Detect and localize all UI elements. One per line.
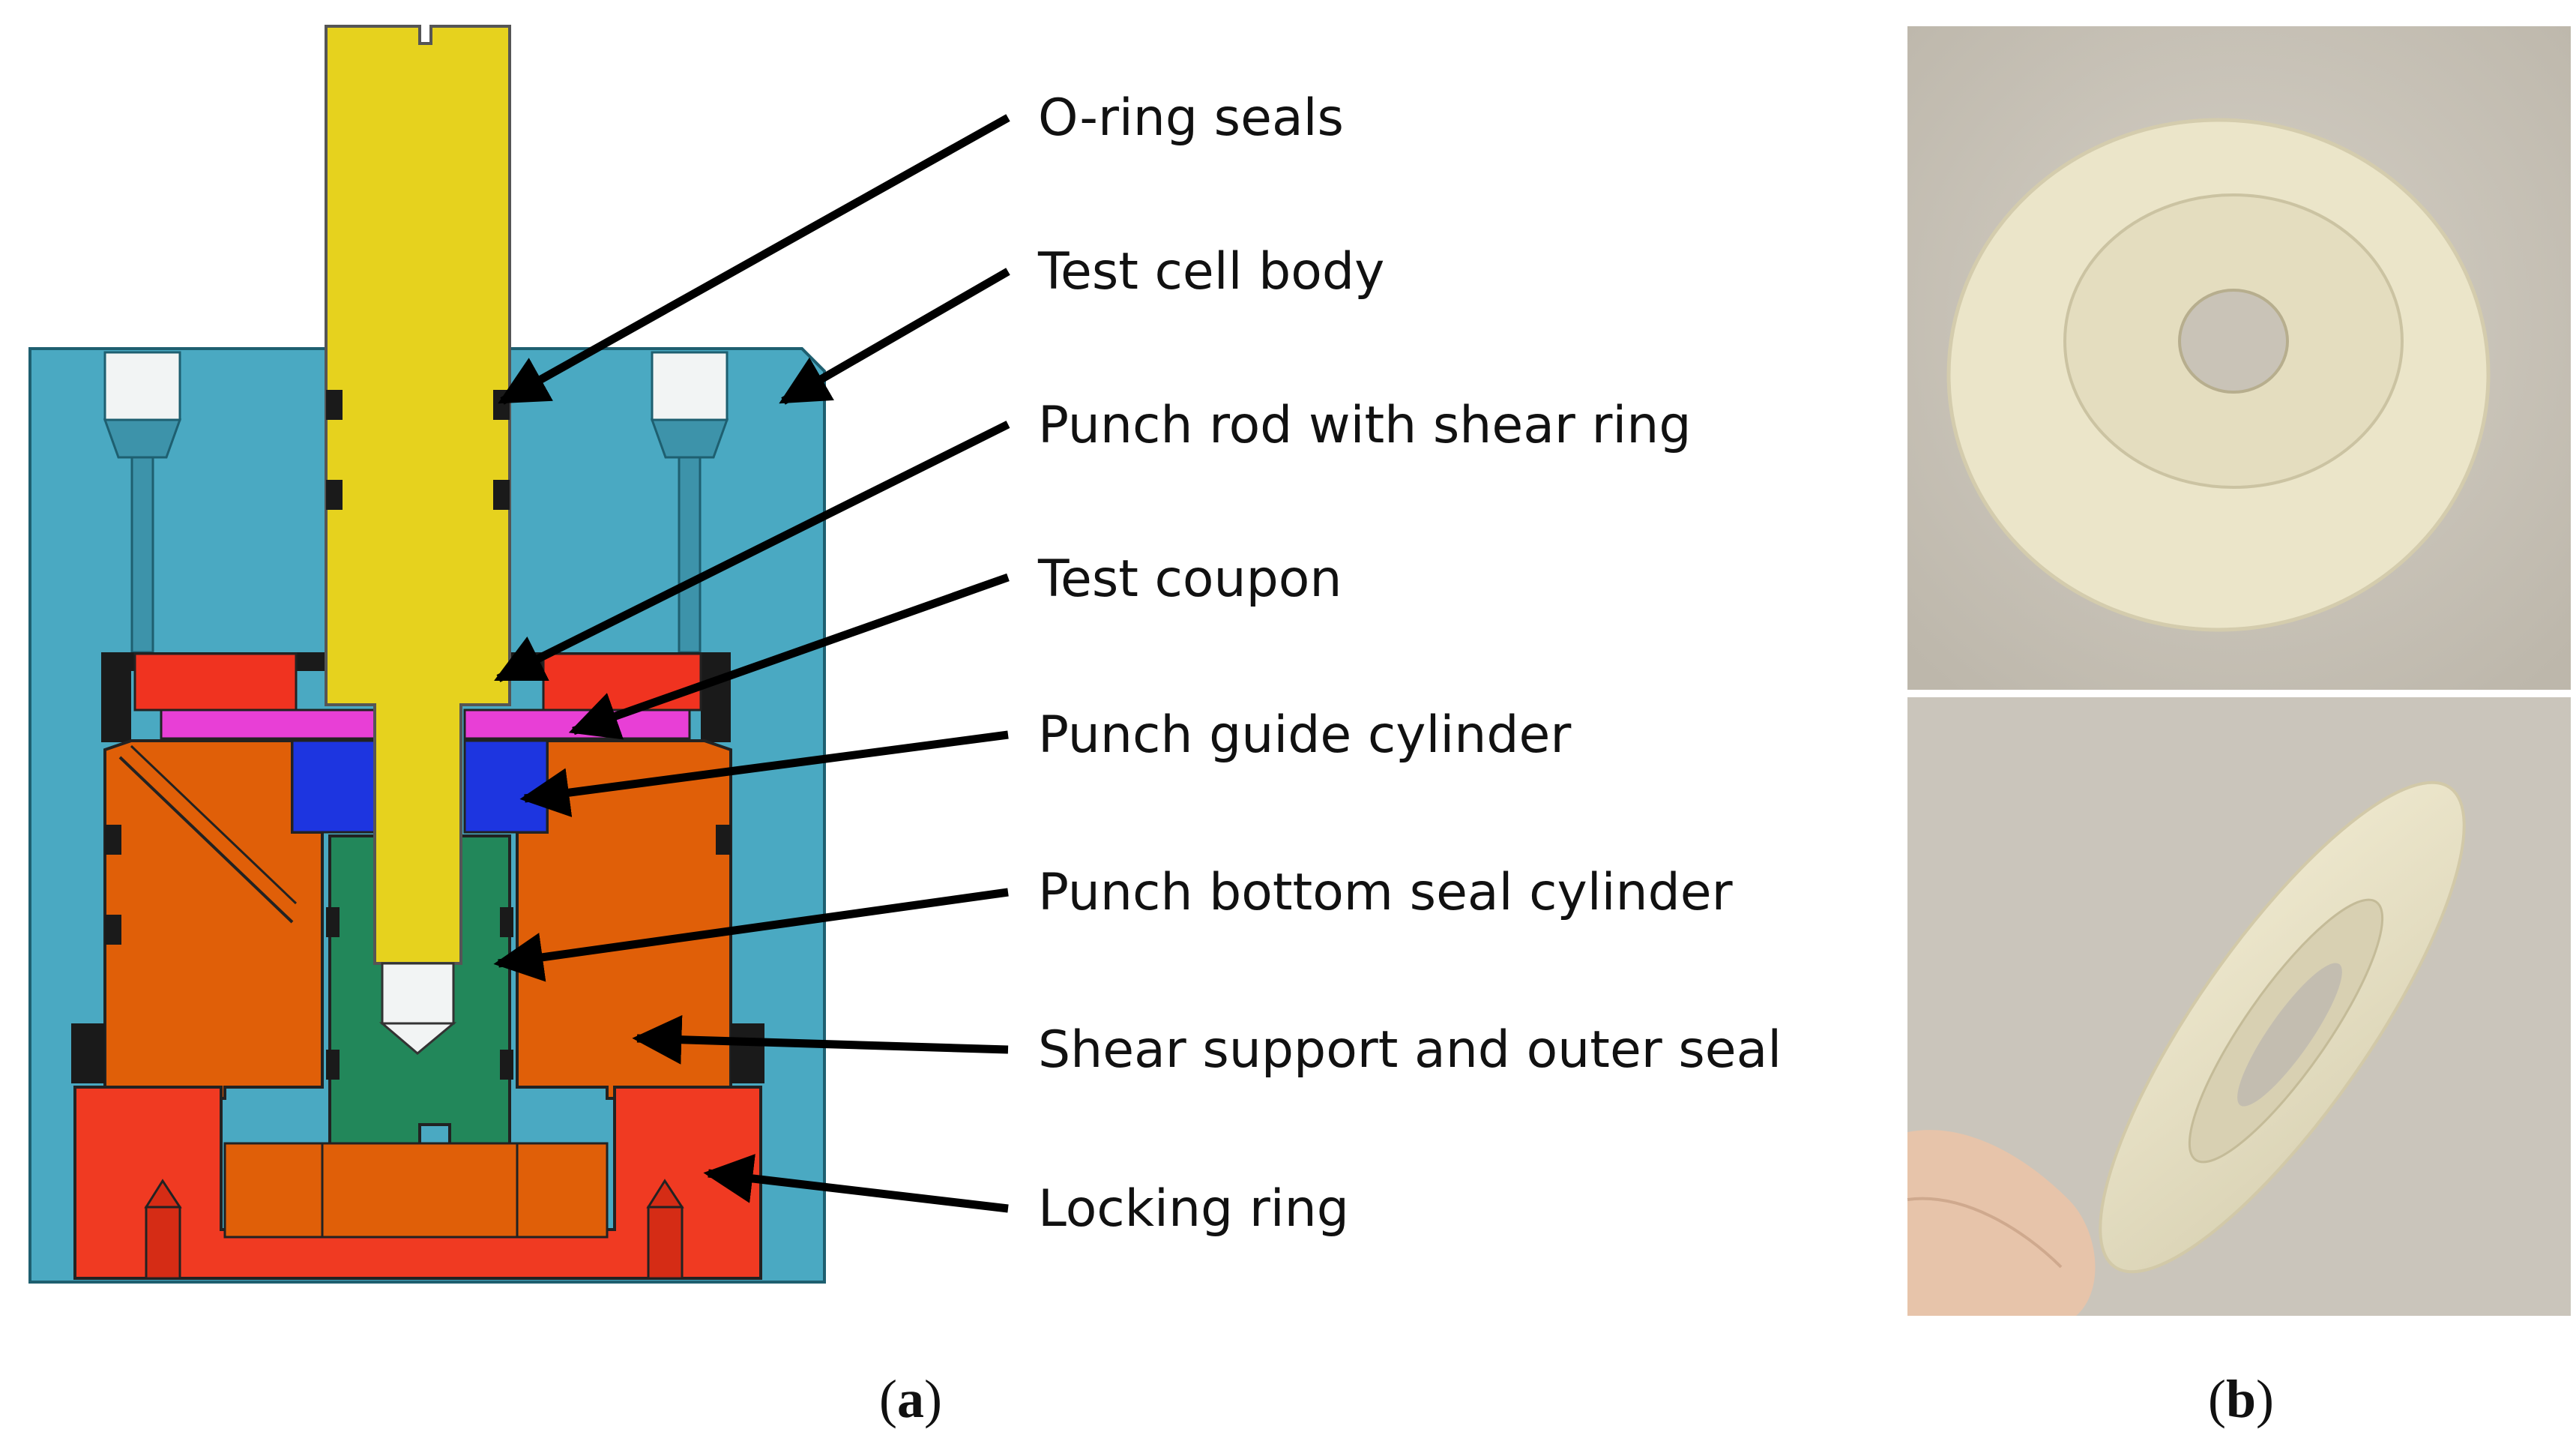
bolt-hole-right (650, 351, 729, 654)
arrow-locking-ring (703, 1154, 1009, 1213)
test-coupon-right (463, 709, 691, 740)
punch-guide-right (463, 739, 549, 834)
photo-washer-top-view (1907, 26, 2571, 690)
photo-washer-held (1907, 697, 2571, 1316)
label-punch-guide: Punch guide cylinder (1038, 706, 1571, 765)
callout-arrows (493, 114, 1010, 1213)
cross-section-diagram (28, 25, 826, 1284)
arrow-o-ring-seals (498, 114, 1010, 405)
panel-label-b: (b) (2208, 1369, 2274, 1429)
label-punch-bottom-seal: Punch bottom seal cylinder (1038, 863, 1733, 922)
clamp-ring-left (133, 652, 298, 712)
label-punch-rod: Punch rod with shear ring (1038, 396, 1692, 455)
locking-ring-hole-right (646, 1179, 684, 1280)
arrow-punch-bottom-seal (493, 888, 1009, 982)
arrow-punch-rod (494, 421, 1010, 682)
callout-labels: O-ring seals Test cell body Punch rod wi… (1037, 88, 1782, 1239)
label-shear-support: Shear support and outer seal (1038, 1020, 1782, 1080)
arrow-punch-guide (519, 730, 1009, 817)
label-test-cell-body: Test cell body (1037, 242, 1384, 301)
locking-ring-hole-left (144, 1179, 182, 1280)
label-locking-ring: Locking ring (1038, 1179, 1349, 1239)
panel-label-a: (a) (879, 1369, 942, 1429)
test-coupon-left (160, 709, 376, 740)
punch-guide-left (291, 739, 376, 834)
photographs (1907, 26, 2571, 1316)
label-o-ring-seals: O-ring seals (1038, 88, 1344, 148)
arrow-test-cell-body (779, 268, 1010, 405)
arrow-test-coupon (568, 573, 1010, 740)
clamp-ring-right (542, 652, 702, 712)
arrow-shear-support (632, 1014, 1009, 1065)
label-test-coupon: Test coupon (1037, 550, 1342, 609)
punch-rod (325, 25, 511, 965)
